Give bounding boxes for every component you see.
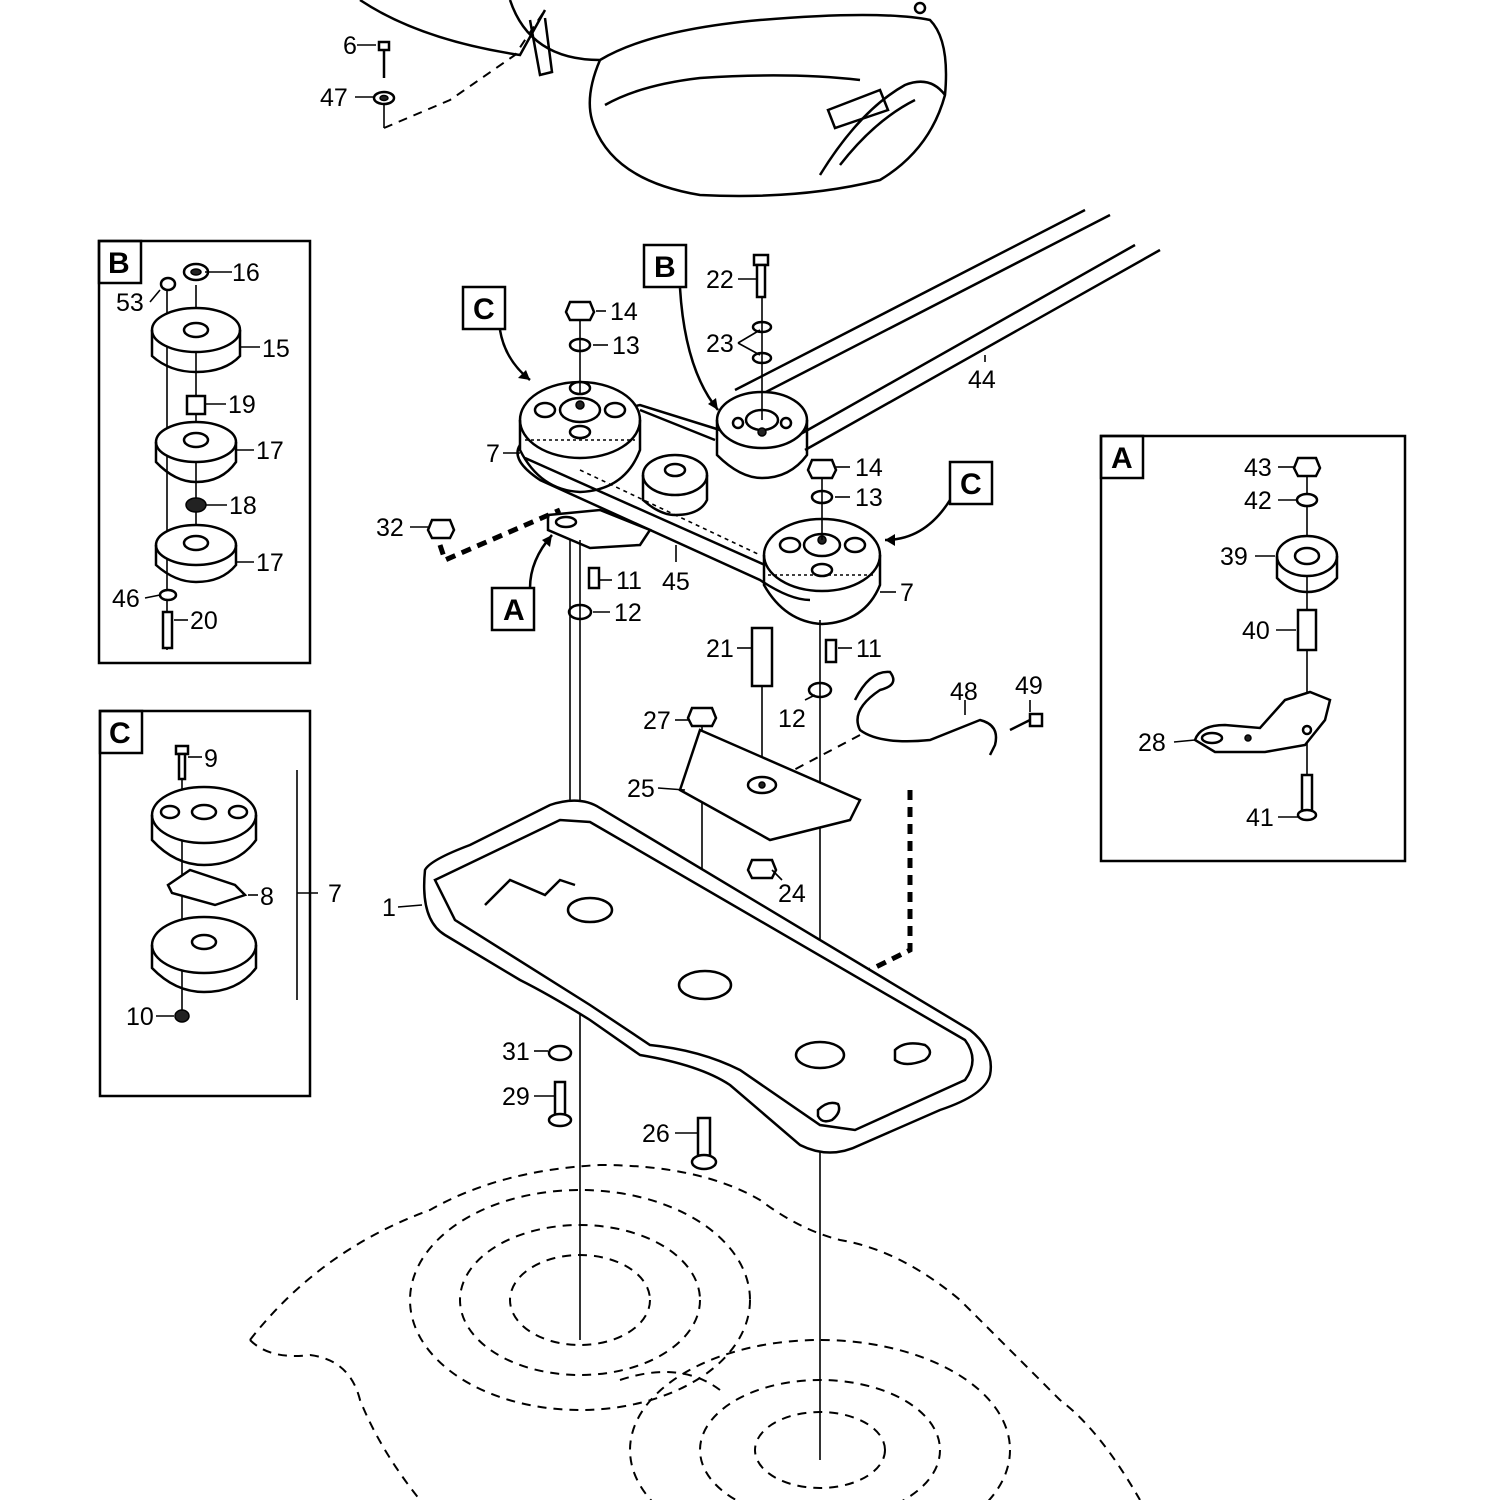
leader-lines: [355, 44, 1031, 1134]
marker-a: A: [503, 594, 525, 627]
inset-a-letter: A: [1111, 442, 1133, 475]
plate-25: [678, 728, 862, 842]
inset-b-19: 19: [228, 391, 256, 419]
callout-49: 49: [1015, 672, 1043, 700]
callout-29: 29: [502, 1083, 530, 1111]
marker-c: C: [960, 468, 982, 501]
marker-b: B: [654, 251, 676, 284]
callout-32: 32: [376, 514, 404, 542]
inset-b-15: 15: [262, 335, 290, 363]
callout-23: 23: [706, 330, 734, 358]
callout-14: 14: [610, 298, 638, 326]
callout-13: 13: [612, 332, 640, 360]
callout-13: 13: [855, 484, 883, 512]
inset-b-17: 17: [256, 549, 284, 577]
inset-b-16: 16: [232, 259, 260, 287]
belt-44: [734, 208, 1161, 452]
idler-pulley: [641, 453, 709, 517]
inset-a-39: 39: [1220, 543, 1248, 571]
callout-48: 48: [950, 678, 978, 706]
detail-markers: C B C A: [461, 243, 994, 632]
callout-1: 1: [382, 894, 396, 922]
bolt-6: [372, 9, 546, 129]
callout-45: 45: [662, 568, 690, 596]
callout-21: 21: [706, 635, 734, 663]
inset-c-letter: C: [109, 717, 131, 750]
main-callouts: 6 47 22 23 14 13 44 7 14 13 32 11 45 7 1…: [320, 32, 1043, 1148]
inset-c-8: 8: [260, 883, 274, 911]
inset-c-10: 10: [126, 1003, 154, 1031]
marker-c: C: [473, 293, 495, 326]
callout-7: 7: [900, 579, 914, 607]
inset-c-9: 9: [204, 745, 218, 773]
inset-c-7: 7: [328, 880, 342, 908]
callout-26: 26: [642, 1120, 670, 1148]
inset-b-46: 46: [112, 585, 140, 613]
inset-b-53: 53: [116, 289, 144, 317]
inset-a-42: 42: [1244, 487, 1272, 515]
inset-a-43: 43: [1244, 454, 1272, 482]
callout-11: 11: [616, 567, 642, 595]
callout-47: 47: [320, 84, 348, 112]
inset-b-18: 18: [229, 492, 257, 520]
inset-a: A 43 42 39 40 28 41: [1099, 434, 1407, 863]
callout-12: 12: [778, 705, 806, 733]
inset-b-20: 20: [190, 607, 218, 635]
pulley-7-right: [762, 517, 882, 626]
callout-27: 27: [643, 707, 671, 735]
callout-6: 6: [343, 32, 357, 60]
mower-deck-outline: [249, 1163, 1141, 1500]
callout-22: 22: [706, 266, 734, 294]
inset-b: B 16 53 15 19 17 18 17 46 20: [97, 239, 312, 665]
pulley-7-left: [518, 380, 642, 494]
callout-44: 44: [968, 366, 996, 394]
pulley-b: [715, 390, 809, 480]
inset-b-17: 17: [256, 437, 284, 465]
inset-b-letter: B: [108, 247, 130, 280]
inset-c: C 9 8 7 10: [98, 709, 342, 1098]
top-cover: [359, 0, 948, 198]
inset-a-41: 41: [1246, 804, 1274, 832]
callout-7: 7: [486, 440, 500, 468]
bracket-a: [546, 508, 652, 550]
callout-11: 11: [856, 635, 882, 663]
wire-48: [853, 670, 1044, 973]
inset-a-40: 40: [1242, 617, 1270, 645]
callout-31: 31: [502, 1038, 530, 1066]
callout-25: 25: [627, 775, 655, 803]
callout-14: 14: [855, 454, 883, 482]
callout-12: 12: [614, 599, 642, 627]
base-plate-1: [423, 799, 993, 1154]
hardware: [426, 253, 838, 1460]
callout-24: 24: [778, 880, 806, 908]
inset-a-28: 28: [1138, 729, 1166, 757]
